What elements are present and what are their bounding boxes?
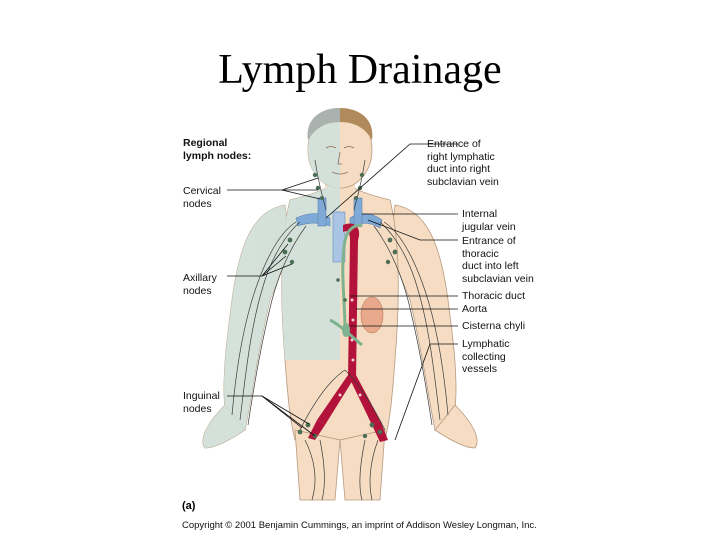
- label-internal-jugular: Internal jugular vein: [462, 208, 516, 233]
- label-collecting-vessels: Lymphatic collecting vessels: [462, 338, 509, 376]
- label-inguinal-nodes: Inguinal nodes: [183, 390, 220, 415]
- label-axillary-nodes: Axillary nodes: [183, 272, 217, 297]
- cisterna-chyli: [342, 323, 350, 337]
- label-right-lymphatic-entrance: Entrance of right lymphatic duct into ri…: [427, 138, 499, 188]
- label-cisterna-chyli: Cisterna chyli: [462, 320, 525, 333]
- panel-letter: (a): [182, 500, 195, 512]
- kidney: [361, 297, 383, 333]
- label-aorta: Aorta: [462, 303, 487, 316]
- label-thoracic-duct: Thoracic duct: [462, 290, 525, 303]
- copyright-notice: Copyright © 2001 Benjamin Cummings, an i…: [182, 520, 537, 531]
- regional-nodes-heading: Regional lymph nodes:: [183, 137, 251, 162]
- label-thoracic-entrance: Entrance of thoracic duct into left subc…: [462, 235, 534, 285]
- label-cervical-nodes: Cervical nodes: [183, 185, 221, 210]
